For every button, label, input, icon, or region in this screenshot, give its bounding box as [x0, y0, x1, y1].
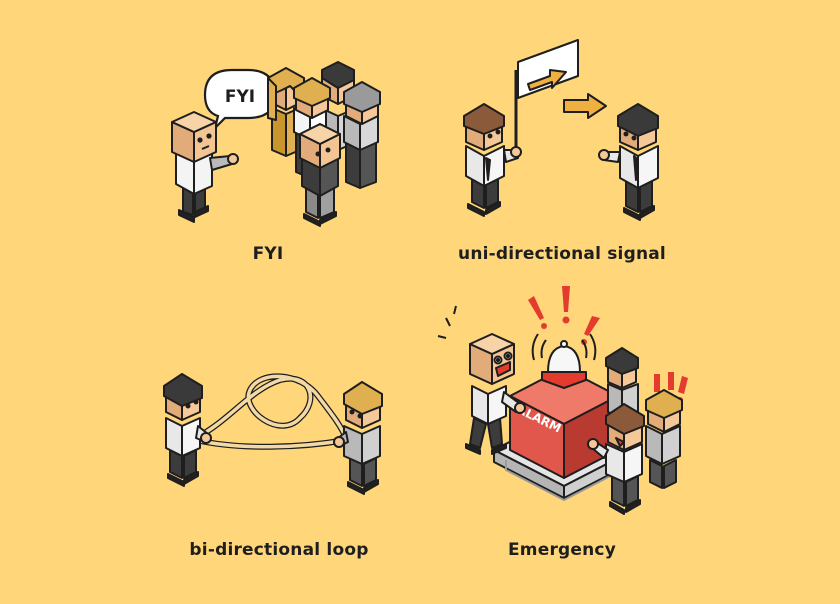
sender-figure [463, 103, 522, 217]
signal-arrow [563, 93, 607, 119]
crowd-person-right-gray [343, 81, 381, 189]
worried-figure-blonde [645, 389, 683, 489]
bi-illustration [163, 373, 383, 495]
exclamation-marks-top [528, 286, 600, 345]
worried-figure-front [587, 403, 645, 515]
panicking-figure [437, 305, 526, 455]
crowd-group [267, 61, 381, 227]
panel-bi-directional: bi-directional loop [0, 300, 420, 600]
crowd-person-front [299, 123, 341, 227]
panel-fyi: FYI [0, 0, 420, 300]
left-loop-figure [163, 373, 212, 487]
fyi-illustration: FYI [171, 61, 381, 227]
receiver-figure [598, 103, 659, 221]
panel-uni-directional: uni-directional signal [420, 0, 840, 300]
emergency-illustration: ALARM [437, 286, 688, 515]
label-fyi: FYI [252, 244, 284, 264]
panel-emergency: ALARM [420, 286, 840, 600]
right-loop-figure [333, 381, 383, 495]
signal-flag [514, 39, 579, 150]
alarm-bell-icon [531, 333, 597, 389]
label-uni-directional: uni-directional signal [458, 244, 666, 264]
label-bi-directional: bi-directional loop [189, 540, 369, 560]
uni-illustration [463, 39, 659, 221]
speaker-figure [171, 111, 239, 223]
label-emergency: Emergency [507, 540, 616, 560]
fyi-speech-bubble: FYI [203, 68, 277, 132]
fyi-bubble-text: FYI [225, 87, 255, 107]
rope-loop [193, 373, 349, 450]
